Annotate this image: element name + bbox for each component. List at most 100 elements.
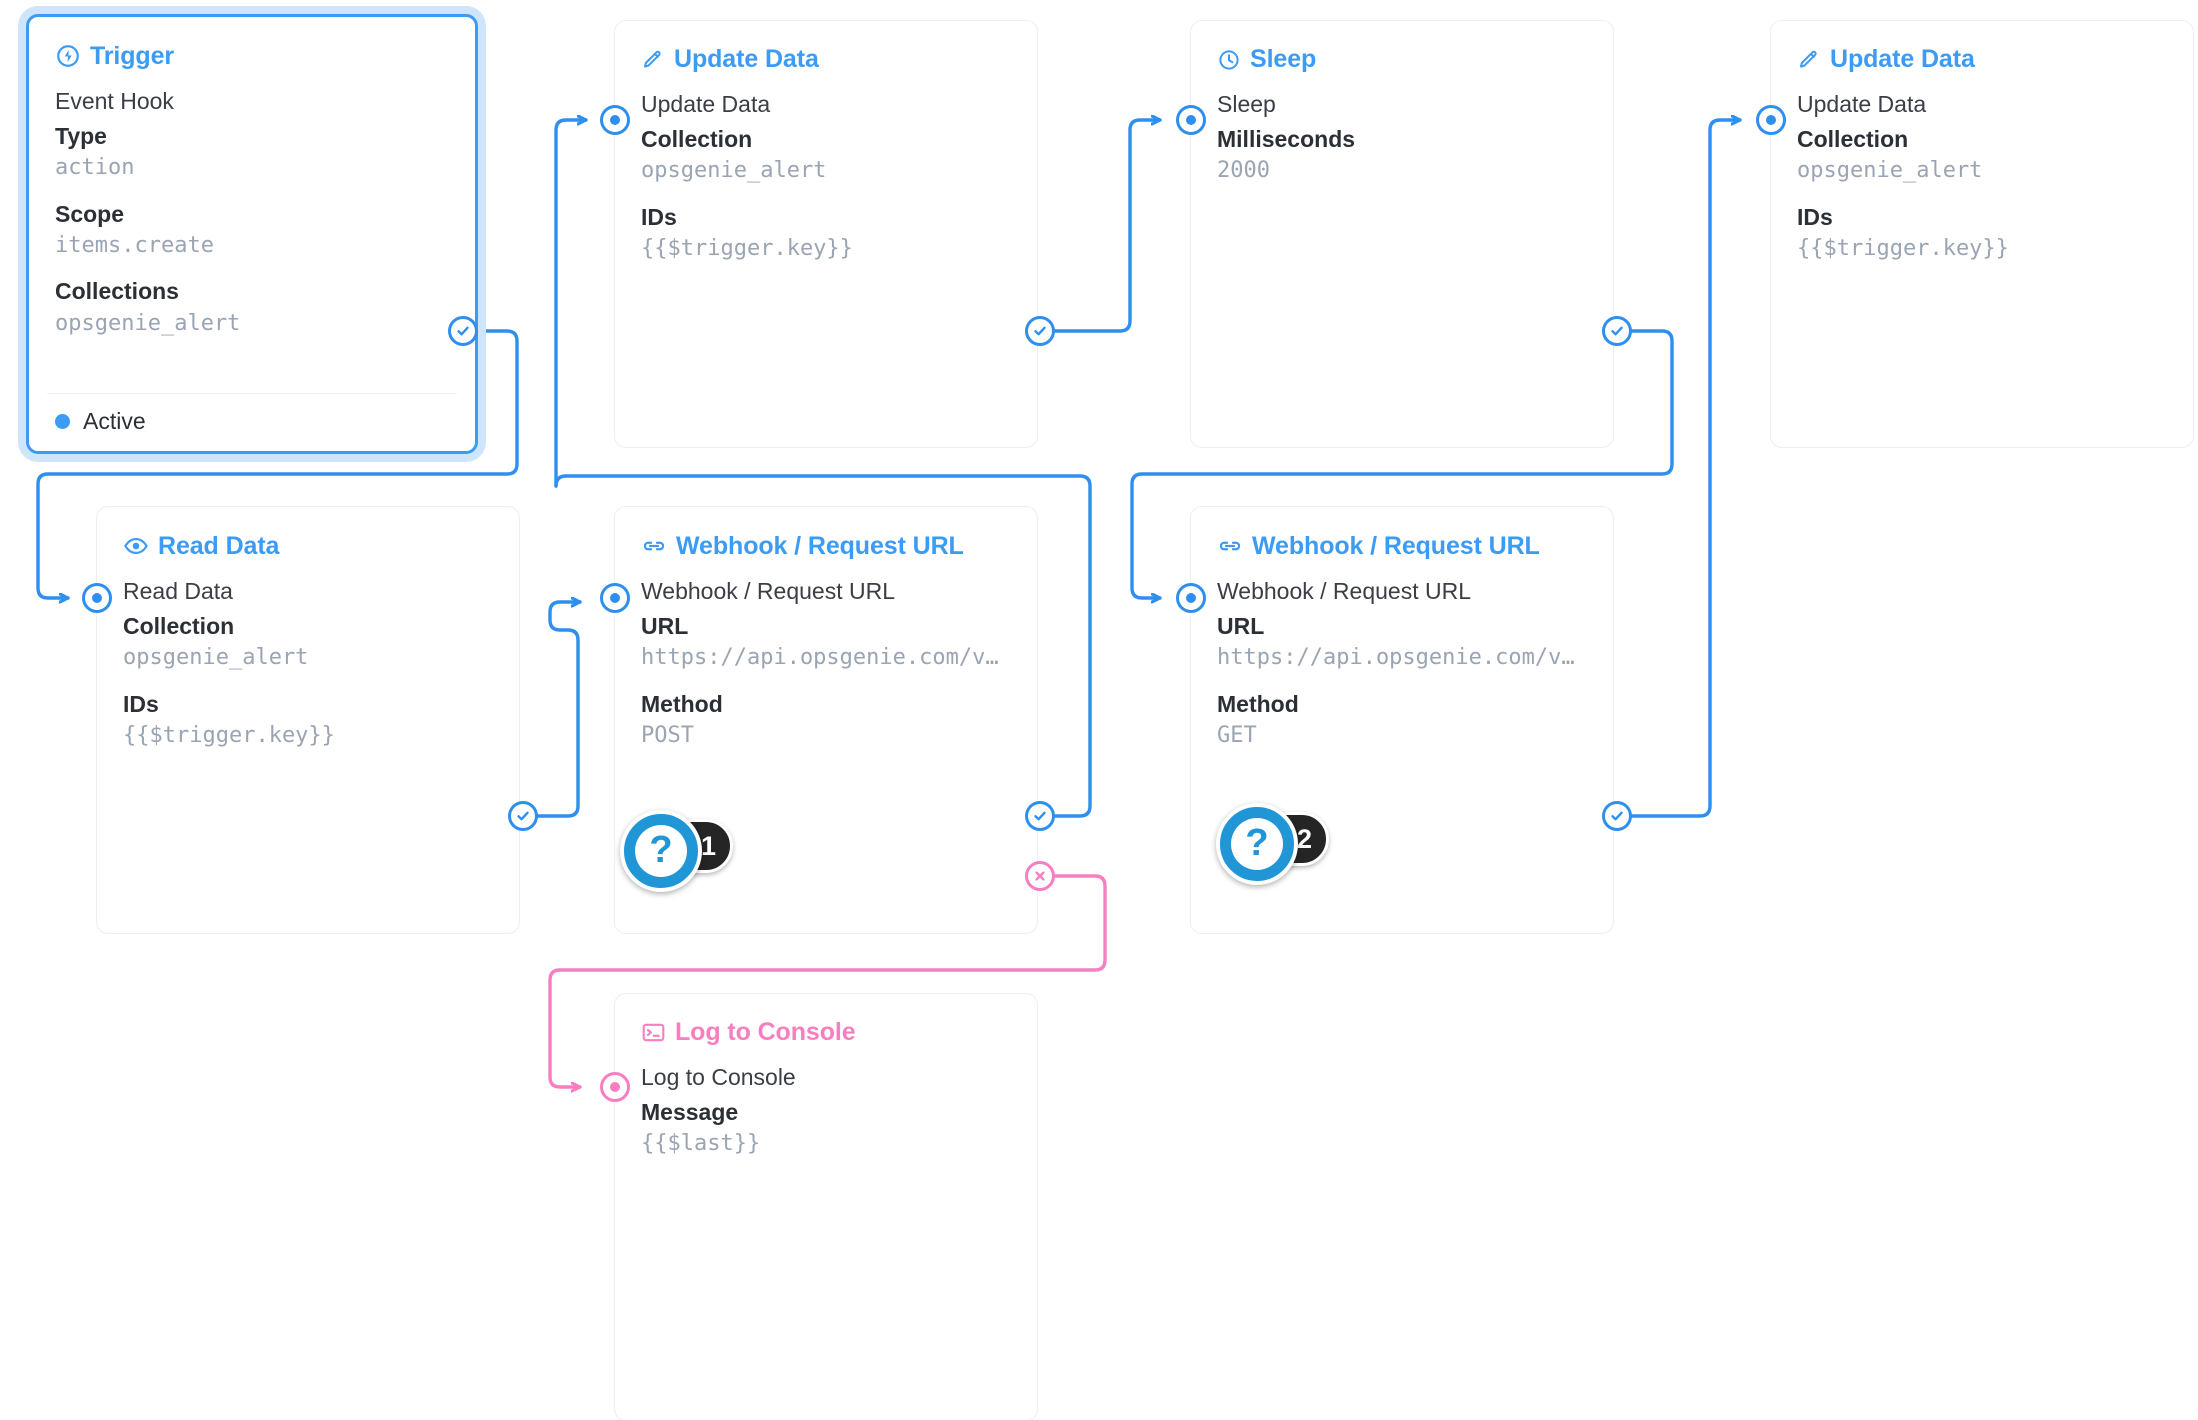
node-update-data-2[interactable]: Update Data Update Data Collection opsge… [1770,20,2194,448]
node-sleep-header: Sleep [1191,21,1613,72]
field-label-ids: IDs [1797,203,1833,230]
field-label-collections: Collections [55,278,179,305]
field-label-collection: Collection [123,612,235,639]
link-icon [1217,533,1243,559]
field-label-method: Method [641,690,723,717]
field-value-milliseconds: 2000 [1217,158,1270,184]
node-update-data-2-header: Update Data [1771,21,2193,72]
field-label-ids: IDs [123,690,159,717]
field-label-type: Type [55,122,107,149]
port-out-sleep[interactable] [1602,316,1632,346]
node-update-data-2-title: Update Data [1797,91,1927,117]
field-value-url: https://api.opsgenie.com/v… [1217,645,1575,671]
port-in-webhook-get[interactable] [1176,583,1206,613]
field-label-method: Method [1217,690,1299,717]
port-in-log-to-console[interactable] [600,1072,630,1102]
node-read-data-title: Read Data [123,578,233,604]
field-value-method: GET [1217,723,1257,749]
node-update-data-1-title: Update Data [641,91,771,117]
node-update-data-1-header: Update Data [615,21,1037,72]
field-value-url: https://api.opsgenie.com/v… [641,645,999,671]
node-trigger-title: Event Hook [55,88,174,114]
port-out-read-data[interactable] [508,801,538,831]
node-webhook-get-title: Webhook / Request URL [1217,578,1471,604]
node-trigger-body: Event Hook Type action Scope items.creat… [29,69,475,339]
node-webhook-post-header-label: Webhook / Request URL [676,531,964,560]
node-trigger-footer: Active [47,393,457,451]
eye-icon [123,533,149,559]
help-marker-1-glyph: ? [635,825,687,877]
field-label-url: URL [1217,612,1265,639]
node-trigger-header: Trigger [29,17,475,69]
node-log-to-console[interactable]: Log to Console Log to Console Message {{… [614,993,1038,1420]
port-out-webhook-get[interactable] [1602,801,1632,831]
clock-icon [1217,48,1241,72]
help-marker-2-count: 2 [1297,823,1313,854]
node-update-data-2-body: Update Data Collection opsgenie_alert ID… [1771,72,2193,264]
node-webhook-get-header: Webhook / Request URL [1191,507,1613,559]
node-update-data-1-header-label: Update Data [674,45,819,73]
field-value-collection: opsgenie_alert [123,645,309,671]
node-webhook-get-header-label: Webhook / Request URL [1252,531,1540,560]
node-sleep-title: Sleep [1217,91,1276,117]
port-out-webhook-post-resolve[interactable] [1025,801,1055,831]
field-label-collection: Collection [641,125,753,152]
node-read-data-header-label: Read Data [158,531,280,560]
port-in-update-data-2[interactable] [1756,105,1786,135]
help-icon[interactable]: ? [620,810,702,892]
link-icon [641,533,667,559]
node-read-data-body: Read Data Collection opsgenie_alert IDs … [97,559,519,751]
node-update-data-1[interactable]: Update Data Update Data Collection opsge… [614,20,1038,448]
node-update-data-1-body: Update Data Collection opsgenie_alert ID… [615,72,1037,264]
pencil-icon [641,48,665,72]
field-label-milliseconds: Milliseconds [1217,125,1356,152]
node-read-data[interactable]: Read Data Read Data Collection opsgenie_… [96,506,520,934]
field-label-collection: Collection [1797,125,1909,152]
field-value-type: action [55,155,135,181]
node-sleep-header-label: Sleep [1250,45,1317,73]
node-update-data-2-header-label: Update Data [1830,45,1975,73]
field-label-url: URL [641,612,689,639]
field-value-scope: items.create [55,233,214,259]
field-label-ids: IDs [641,203,677,230]
wire-into-update-data-1 [554,120,588,488]
field-value-collections: opsgenie_alert [55,311,241,337]
port-out-webhook-post-reject[interactable] [1025,861,1055,891]
node-log-to-console-header-label: Log to Console [675,1018,856,1046]
node-read-data-header: Read Data [97,507,519,559]
field-label-message: Message [641,1098,739,1125]
field-value-message: {{$last}} [641,1131,761,1157]
node-webhook-post-title: Webhook / Request URL [641,578,895,604]
help-icon[interactable]: ? [1216,803,1298,885]
node-webhook-post-body: Webhook / Request URL URL https://api.op… [615,559,1037,751]
bolt-circle-icon [55,43,81,69]
node-log-to-console-body: Log to Console Message {{$last}} [615,1045,1037,1160]
node-webhook-get-body: Webhook / Request URL URL https://api.op… [1191,559,1613,751]
node-trigger[interactable]: Trigger Event Hook Type action Scope ite… [26,14,478,454]
port-in-update-data-1[interactable] [600,105,630,135]
status-dot-icon [55,414,70,429]
help-marker-1[interactable]: 1 ? [620,810,734,892]
node-log-to-console-header: Log to Console [615,994,1037,1045]
help-marker-2[interactable]: 2 ? [1216,803,1330,885]
field-value-ids: {{$trigger.key}} [641,236,853,262]
wire-webhook-get-to-update-data-2 [1630,120,1742,818]
terminal-icon [641,1020,666,1045]
field-value-collection: opsgenie_alert [641,158,827,184]
status-badge: Active [83,408,146,434]
port-in-webhook-post[interactable] [600,583,630,613]
port-out-trigger[interactable] [448,316,478,346]
port-in-read-data[interactable] [82,583,112,613]
port-out-update-data-1[interactable] [1025,316,1055,346]
port-in-sleep[interactable] [1176,105,1206,135]
node-sleep-body: Sleep Milliseconds 2000 [1191,72,1613,187]
node-webhook-post-header: Webhook / Request URL [615,507,1037,559]
node-log-to-console-title: Log to Console [641,1064,796,1090]
wire-read-data-to-webhook-post [536,602,582,818]
field-value-collection: opsgenie_alert [1797,158,1983,184]
field-value-ids: {{$trigger.key}} [1797,236,2009,262]
node-sleep[interactable]: Sleep Sleep Milliseconds 2000 [1190,20,1614,448]
help-marker-1-count: 1 [701,830,717,861]
field-value-ids: {{$trigger.key}} [123,723,335,749]
